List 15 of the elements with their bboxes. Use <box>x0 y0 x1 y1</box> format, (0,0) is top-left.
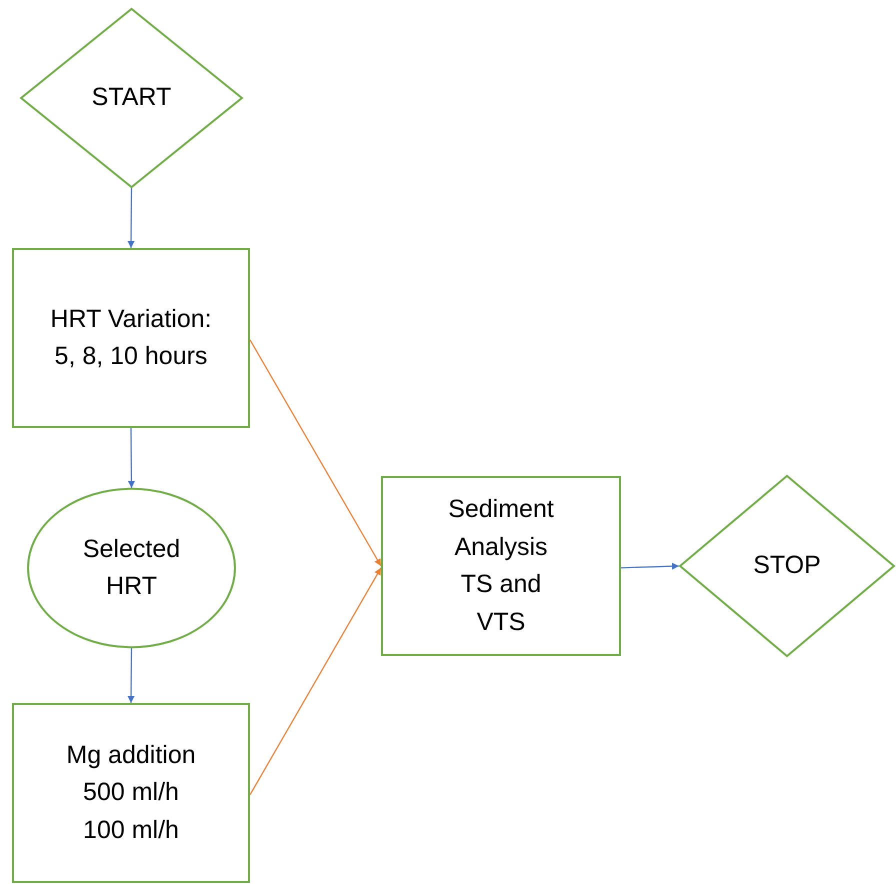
node-label: Selected HRT <box>82 534 182 602</box>
arrow <box>128 428 135 488</box>
arrow <box>249 568 382 796</box>
process-box <box>12 248 250 428</box>
arrow <box>620 562 680 570</box>
node-label: START <box>90 82 172 114</box>
arrow <box>128 188 135 248</box>
arrow <box>128 648 135 703</box>
node-label: Mg addition 500 ml/h 100 ml/h <box>65 740 197 846</box>
arrow <box>249 340 382 566</box>
node-label: HRT Variation: 5, 8, 10 hours <box>49 304 213 372</box>
process-box <box>12 703 250 883</box>
node-label: Sediment Analysis TS and VTS <box>447 494 555 638</box>
node-label: STOP <box>752 550 822 582</box>
process-box <box>381 476 621 656</box>
